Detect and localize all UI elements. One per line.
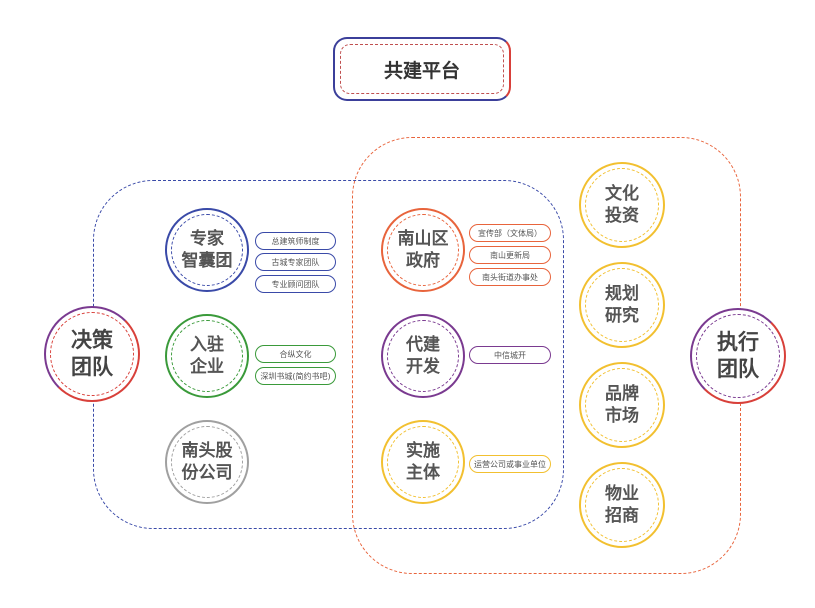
execution-node: 品牌市场 [579, 362, 665, 448]
member-pill: 深圳书城(简约书吧) [255, 367, 336, 385]
decision-node-label: 专家智囊团 [181, 229, 233, 271]
decision-team-hub: 决策团队 [44, 306, 140, 402]
execution-node-label: 文化投资 [605, 184, 639, 226]
execution-team-hub: 执行团队 [690, 308, 786, 404]
shared-node: 实施主体 [381, 420, 465, 504]
member-pill: 中信城开 [469, 346, 551, 364]
execution-node-label: 品牌市场 [605, 384, 639, 426]
shared-node: 代建开发 [381, 314, 465, 398]
decision-node-label: 入驻企业 [190, 335, 224, 377]
page-title: 共建平台 [383, 59, 460, 82]
decision-node: 入驻企业 [165, 314, 249, 398]
decision-node-label: 南头股份公司 [181, 441, 233, 483]
execution-node: 物业招商 [579, 462, 665, 548]
member-pill: 合纵文化 [255, 345, 336, 363]
member-pill: 南头街道办事处 [469, 268, 551, 286]
execution-node: 规划研究 [579, 262, 665, 348]
member-pill: 总建筑师制度 [255, 232, 336, 250]
member-pill: 运营公司或事业单位 [469, 455, 551, 473]
decision-team-hub-label: 决策团队 [71, 328, 113, 379]
member-pill: 南山更新局 [469, 246, 551, 264]
co-build-platform-box: 共建平台 [333, 37, 511, 101]
shared-node: 南山区政府 [381, 208, 465, 292]
execution-node-label: 物业招商 [605, 484, 639, 526]
member-pill: 专业顾问团队 [255, 275, 336, 293]
member-pill: 宣传部（文体局） [469, 224, 551, 242]
execution-node-label: 规划研究 [605, 284, 639, 326]
execution-node: 文化投资 [579, 162, 665, 248]
member-pill: 古城专家团队 [255, 253, 336, 271]
shared-node-label: 实施主体 [406, 441, 440, 483]
execution-team-hub-label: 执行团队 [717, 330, 759, 381]
decision-node: 专家智囊团 [165, 208, 249, 292]
shared-node-label: 南山区政府 [397, 229, 449, 271]
decision-node: 南头股份公司 [165, 420, 249, 504]
shared-node-label: 代建开发 [406, 335, 440, 377]
